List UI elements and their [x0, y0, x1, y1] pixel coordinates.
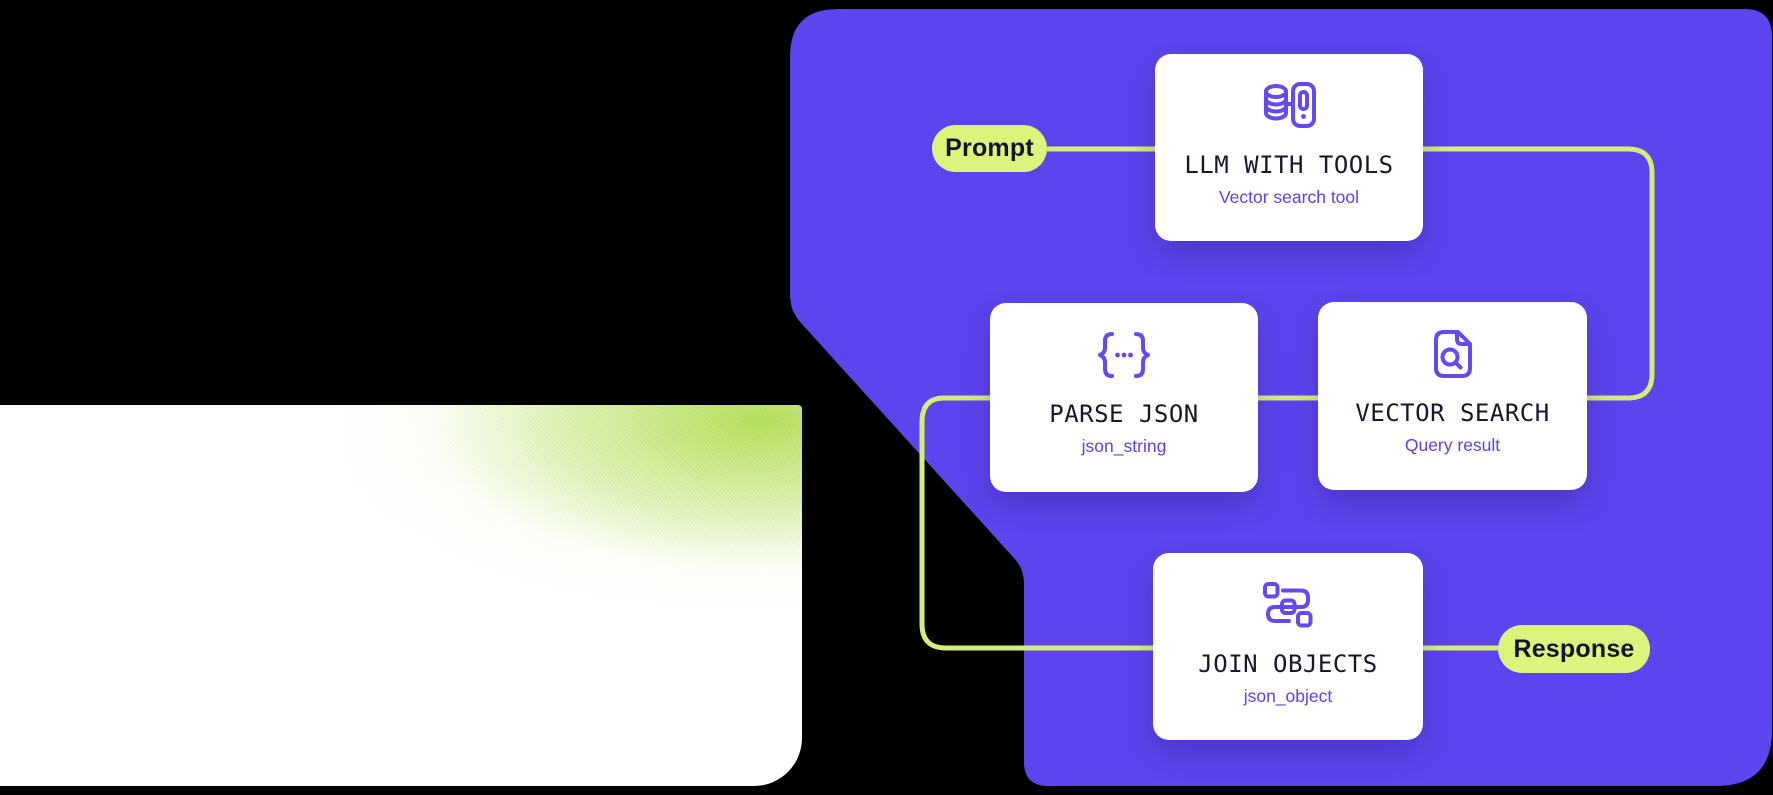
curly-braces-icon: [1095, 330, 1153, 380]
workflow-icon: [1261, 580, 1315, 630]
node-title: LLM WITH TOOLS: [1184, 151, 1394, 179]
file-search-icon: [1430, 329, 1476, 379]
node-title: VECTOR SEARCH: [1355, 399, 1550, 427]
response-badge-label: Response: [1513, 634, 1635, 663]
gradient-slab: [0, 405, 802, 786]
node-subtitle: Vector search tool: [1218, 187, 1360, 207]
database-device-icon: [1262, 81, 1316, 131]
node-title: JOIN OBJECTS: [1198, 650, 1378, 678]
response-badge: Response: [1498, 625, 1650, 673]
node-title: PARSE JSON: [1049, 400, 1199, 428]
node-vector-search: VECTOR SEARCH Query result: [1318, 302, 1587, 490]
node-subtitle: Query result: [1404, 435, 1501, 455]
node-parse-json: PARSE JSON json_string: [990, 303, 1258, 492]
node-join-objects: JOIN OBJECTS json_object: [1153, 553, 1423, 740]
prompt-badge-label: Prompt: [945, 134, 1034, 162]
node-subtitle: json_string: [1081, 436, 1167, 456]
prompt-badge: Prompt: [932, 125, 1047, 172]
node-llm-with-tools: LLM WITH TOOLS Vector search tool: [1155, 54, 1423, 241]
node-subtitle: json_object: [1243, 686, 1333, 706]
